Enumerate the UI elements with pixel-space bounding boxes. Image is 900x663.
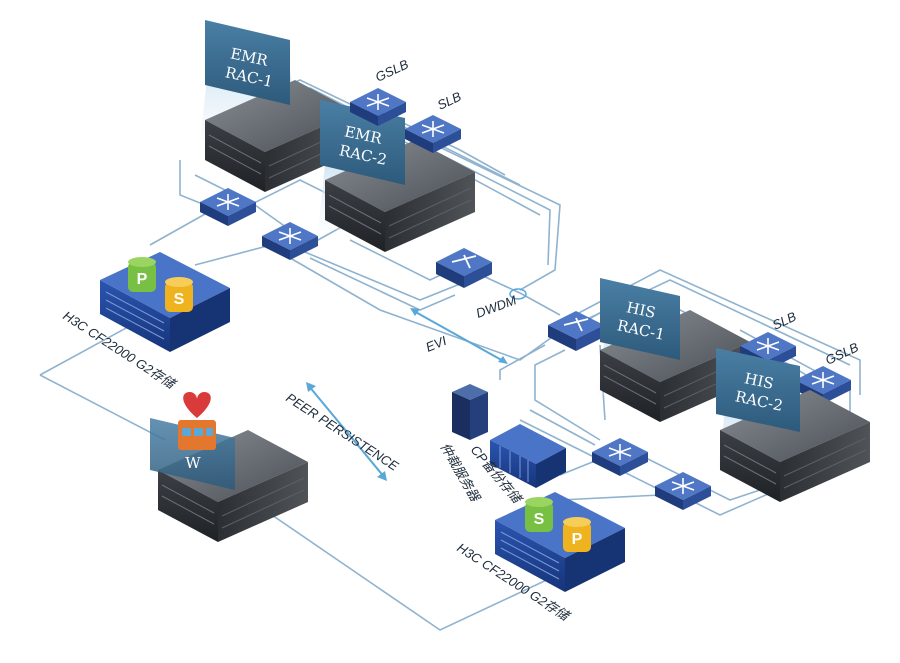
core-switch-right-2 (654, 471, 712, 511)
server-emr-rac-1: EMR RAC-1 (200, 20, 356, 193)
svg-text:P: P (137, 271, 148, 288)
core-switch-left-1 (199, 187, 257, 227)
heart-icon (183, 392, 211, 418)
evi-connection: EVI (410, 308, 508, 364)
dwdm-link: DWDM (474, 288, 527, 321)
witness-flag-text: W (185, 454, 201, 472)
gslb-top-label: GSLB (373, 56, 411, 84)
evi-label: EVI (424, 333, 449, 355)
core-switch-right-1 (591, 437, 649, 477)
svg-text:P: P (572, 531, 583, 548)
svg-text:S: S (534, 511, 545, 528)
server-his-rac-2: HIS RAC-2 (716, 348, 871, 503)
server-his-rac-1: HIS RAC-1 (598, 278, 751, 423)
dwdm-router-right (548, 311, 604, 351)
gslb-switch-top: GSLB (349, 56, 411, 127)
svg-text:S: S (174, 291, 185, 308)
storage-right: S P H3C CF22000 G2存储 (454, 492, 625, 624)
disk-primary-right: P (563, 517, 591, 552)
slb-top-label: SLB (435, 89, 464, 113)
slb-right-label: SLB (770, 309, 799, 333)
server-flag: HIS RAC-1 (600, 278, 680, 360)
gslb-right-label: GSLB (823, 339, 861, 367)
server-flag-line1: HIS (743, 369, 775, 393)
disk-primary-left: P (128, 257, 156, 292)
server-witness: W (150, 392, 309, 543)
disk-secondary-left: S (165, 277, 193, 312)
slb-switch-top: SLB (404, 89, 464, 154)
dwdm-label: DWDM (474, 292, 519, 320)
arbiter-app-icon (178, 392, 216, 450)
server-flag-line1: HIS (625, 298, 657, 322)
server-flag: HIS RAC-2 (716, 348, 800, 432)
server-flag: EMR RAC-1 (205, 20, 290, 105)
dwdm-router-left (436, 248, 492, 288)
server-emr-rac-2: EMR RAC-2 (318, 100, 476, 253)
disk-secondary-right: S (525, 497, 553, 532)
storage-left: P S H3C CF22000 G2存储 (60, 252, 230, 392)
